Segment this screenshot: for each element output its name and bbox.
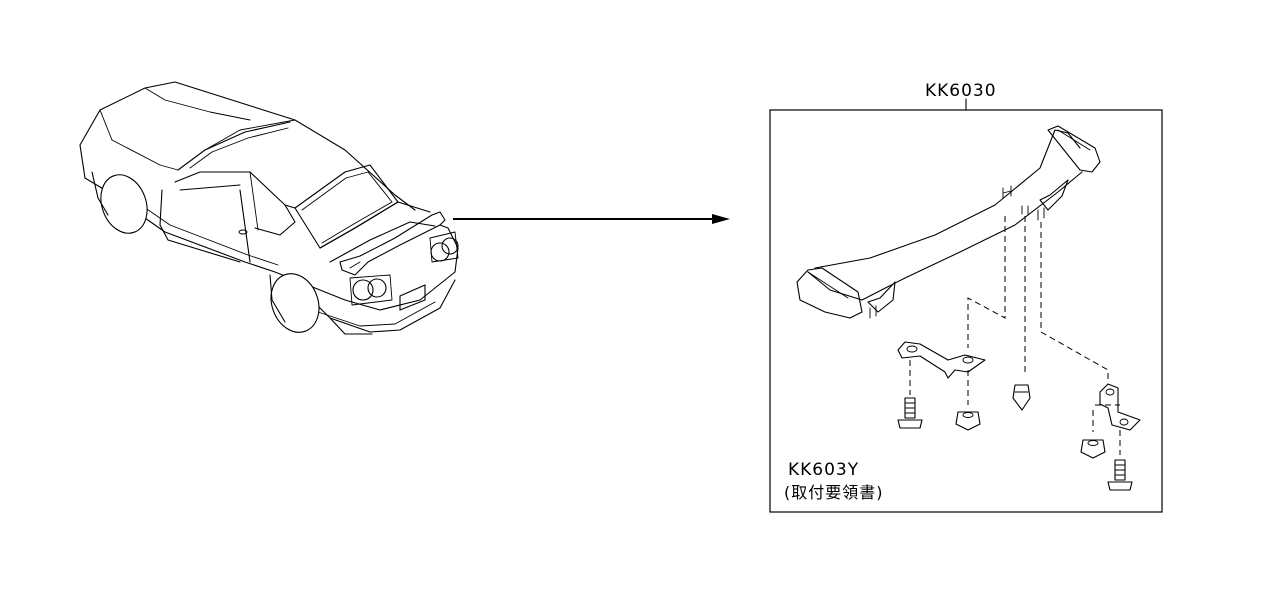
nut-right (1080, 439, 1106, 459)
instruction-note: (取付要領書) (784, 483, 884, 502)
rear-spoiler (796, 125, 1101, 319)
bolt-left (897, 397, 923, 429)
car-illustration (79, 81, 459, 335)
pointer-arrow (453, 214, 730, 224)
right-mounting-bracket (1099, 383, 1141, 431)
nut-left (955, 411, 981, 431)
assembly-lines (909, 216, 1121, 455)
clip (1012, 384, 1031, 411)
instruction-part-number: KK603Y (788, 460, 859, 480)
assembly-part-number: KK6030 (925, 81, 997, 101)
left-mounting-bracket (897, 341, 986, 379)
bolt-right (1107, 459, 1133, 491)
parts-box (769, 109, 1163, 513)
